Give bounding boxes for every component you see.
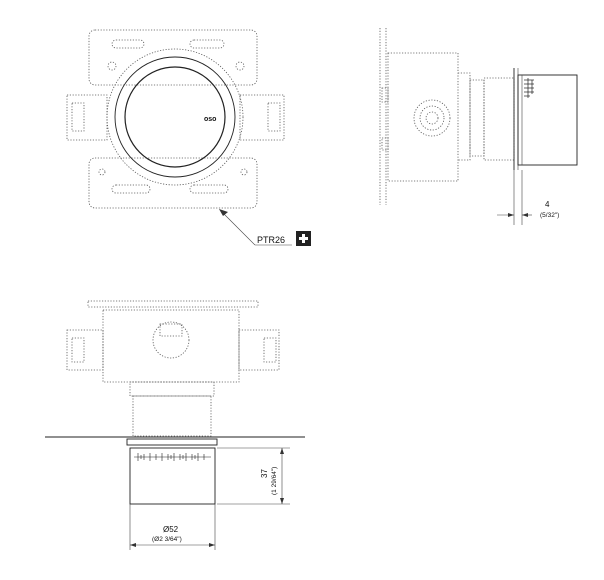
port-left: [66, 94, 108, 141]
port-right-inner: [267, 102, 281, 132]
mounting-plate-edge: [87, 300, 259, 308]
mounting-hole: [235, 61, 245, 71]
handle-side: [517, 74, 578, 166]
handle-knurl: [524, 78, 534, 98]
port-right: [238, 329, 280, 371]
leader-arrow: [219, 209, 228, 216]
side-view: 4 (5/32"): [379, 28, 578, 225]
handle-front: [129, 447, 216, 505]
mounting-slot: [189, 184, 229, 194]
handle-graduation: [134, 453, 211, 461]
valve-body-side: [387, 52, 459, 182]
callout: PTR26: [219, 209, 311, 246]
mounting-hole: [98, 168, 106, 176]
trim-flange: [126, 438, 218, 446]
diameter-dimension: Ø52: [163, 525, 179, 534]
port-left: [66, 329, 104, 371]
mounting-slot: [111, 184, 151, 194]
depth-dimension: 4: [545, 200, 550, 209]
mounting-plate-top: [88, 29, 258, 86]
front-view: oso: [66, 29, 285, 209]
depth-dimension-inch: (5/32"): [540, 212, 559, 219]
port-side: [413, 99, 451, 137]
valve-neck: [132, 395, 212, 437]
dial: [124, 66, 226, 168]
valve-body: [106, 48, 244, 186]
mounting-slot: [189, 39, 225, 49]
callout-label: PTR26: [257, 235, 285, 245]
mounting-plate-bottom: [88, 157, 258, 209]
valve-body-front: [102, 309, 240, 383]
dial-brand-mark: oso: [204, 116, 216, 123]
mounting-hole: [107, 61, 117, 71]
bottom-view: 37 (1 29/64") Ø52 (Ø2 3/64"): [45, 300, 305, 550]
height-dimension-inch: (1 29/64"): [271, 467, 278, 495]
mounting-slot: [111, 39, 145, 49]
port-left-inner: [71, 102, 85, 132]
height-dimension: 37: [260, 469, 269, 478]
port-right: [239, 94, 285, 141]
leader-line: [221, 211, 256, 246]
cartridge-outline: [152, 321, 190, 359]
diameter-dimension-inch: (Ø2 3/64"): [152, 536, 182, 543]
trim-plate: [114, 56, 236, 178]
mounting-hole: [240, 168, 248, 176]
